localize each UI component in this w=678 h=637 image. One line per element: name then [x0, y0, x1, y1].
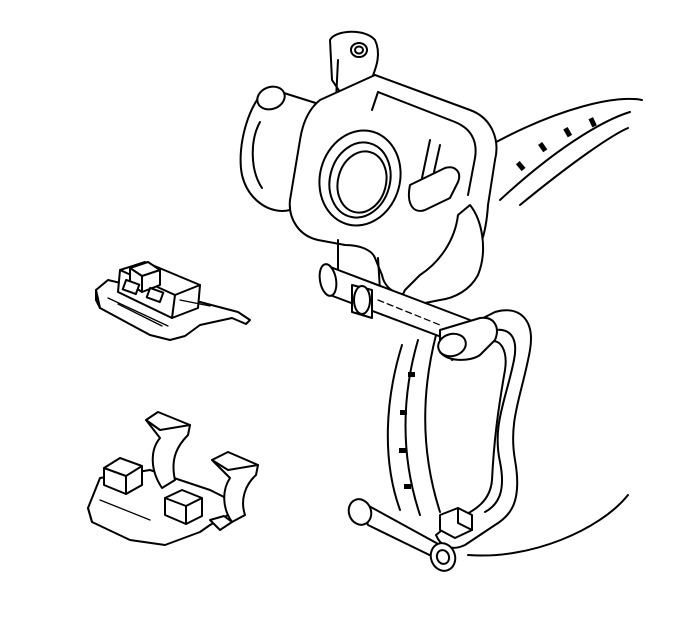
mounting-bracket-drawing [347, 309, 532, 572]
brake-pad-drawing [95, 261, 251, 341]
rotor-vent-slots-lower [399, 372, 415, 489]
rotor-vent-slots [515, 117, 597, 172]
brake-rotor-drawing [386, 97, 643, 557]
brake-pad-drawing-inboard [87, 411, 259, 546]
brake-caliper-drawing [239, 30, 498, 361]
